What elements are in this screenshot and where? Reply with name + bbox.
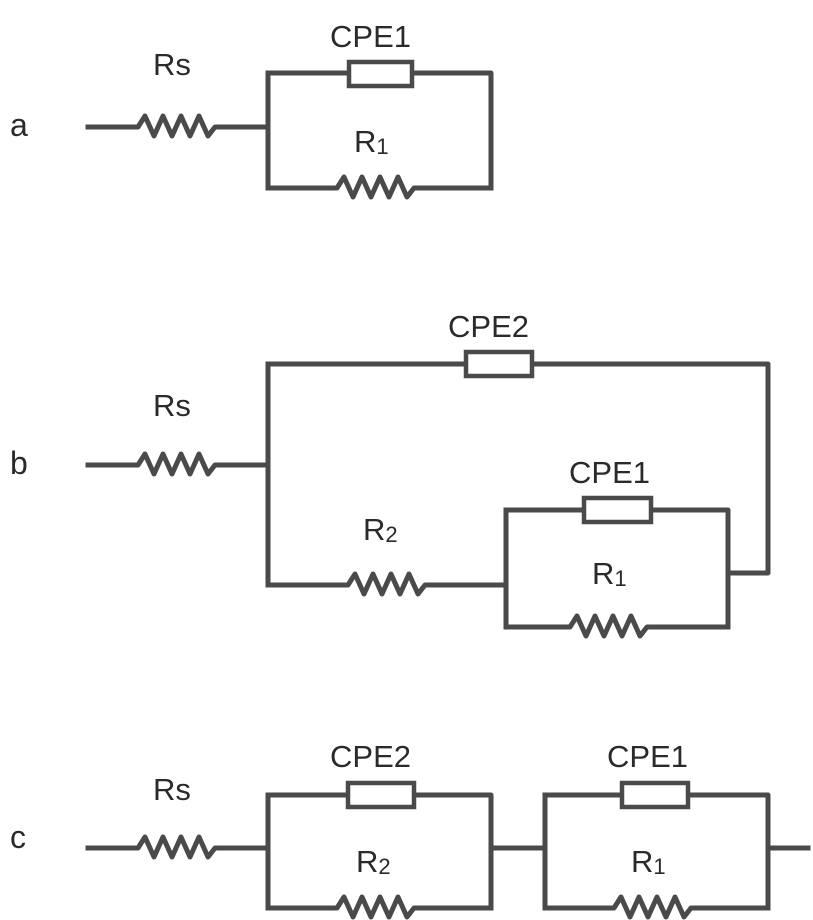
panel-a-cpe1-label: CPE1 xyxy=(330,19,411,54)
panel-c-cpe1-element xyxy=(619,780,691,810)
panel-a-cpe1-element xyxy=(346,59,415,89)
panel-a-wiring xyxy=(85,70,494,200)
panel-b: b Rs CPE2 CPE1 R2 R1 xyxy=(10,309,771,639)
panel-c-cpe2-element xyxy=(345,780,417,810)
panel-b-cpe2-label: CPE2 xyxy=(448,309,529,344)
panel-b-cpe1-label: CPE1 xyxy=(569,455,650,490)
panel-a: a Rs CPE1 R1 xyxy=(10,19,494,200)
panel-c-cpe1-label: CPE1 xyxy=(607,739,688,774)
panel-a-rs-label: Rs xyxy=(153,47,191,82)
panel-b-r1-label: R1 xyxy=(592,556,627,591)
panel-a-letter: a xyxy=(10,107,28,143)
panel-b-cpe1-element xyxy=(581,495,654,525)
panel-b-rs-label: Rs xyxy=(153,388,191,423)
panel-b-wiring xyxy=(85,361,771,639)
panel-c-r1-label: R1 xyxy=(631,844,666,879)
panel-a-r1-label: R1 xyxy=(354,124,389,159)
panel-b-cpe2-element xyxy=(463,349,535,379)
panel-c-letter: c xyxy=(10,819,26,855)
panel-b-letter: b xyxy=(10,445,28,481)
panel-c-wiring xyxy=(85,792,811,920)
panel-c-cpe2-label: CPE2 xyxy=(330,739,411,774)
panel-c: c Rs CPE2 CPE1 R2 R1 xyxy=(10,739,811,920)
panel-c-rs-label: Rs xyxy=(153,772,191,807)
panel-c-r2-label: R2 xyxy=(356,844,391,879)
panel-b-r2-label: R2 xyxy=(363,512,398,547)
